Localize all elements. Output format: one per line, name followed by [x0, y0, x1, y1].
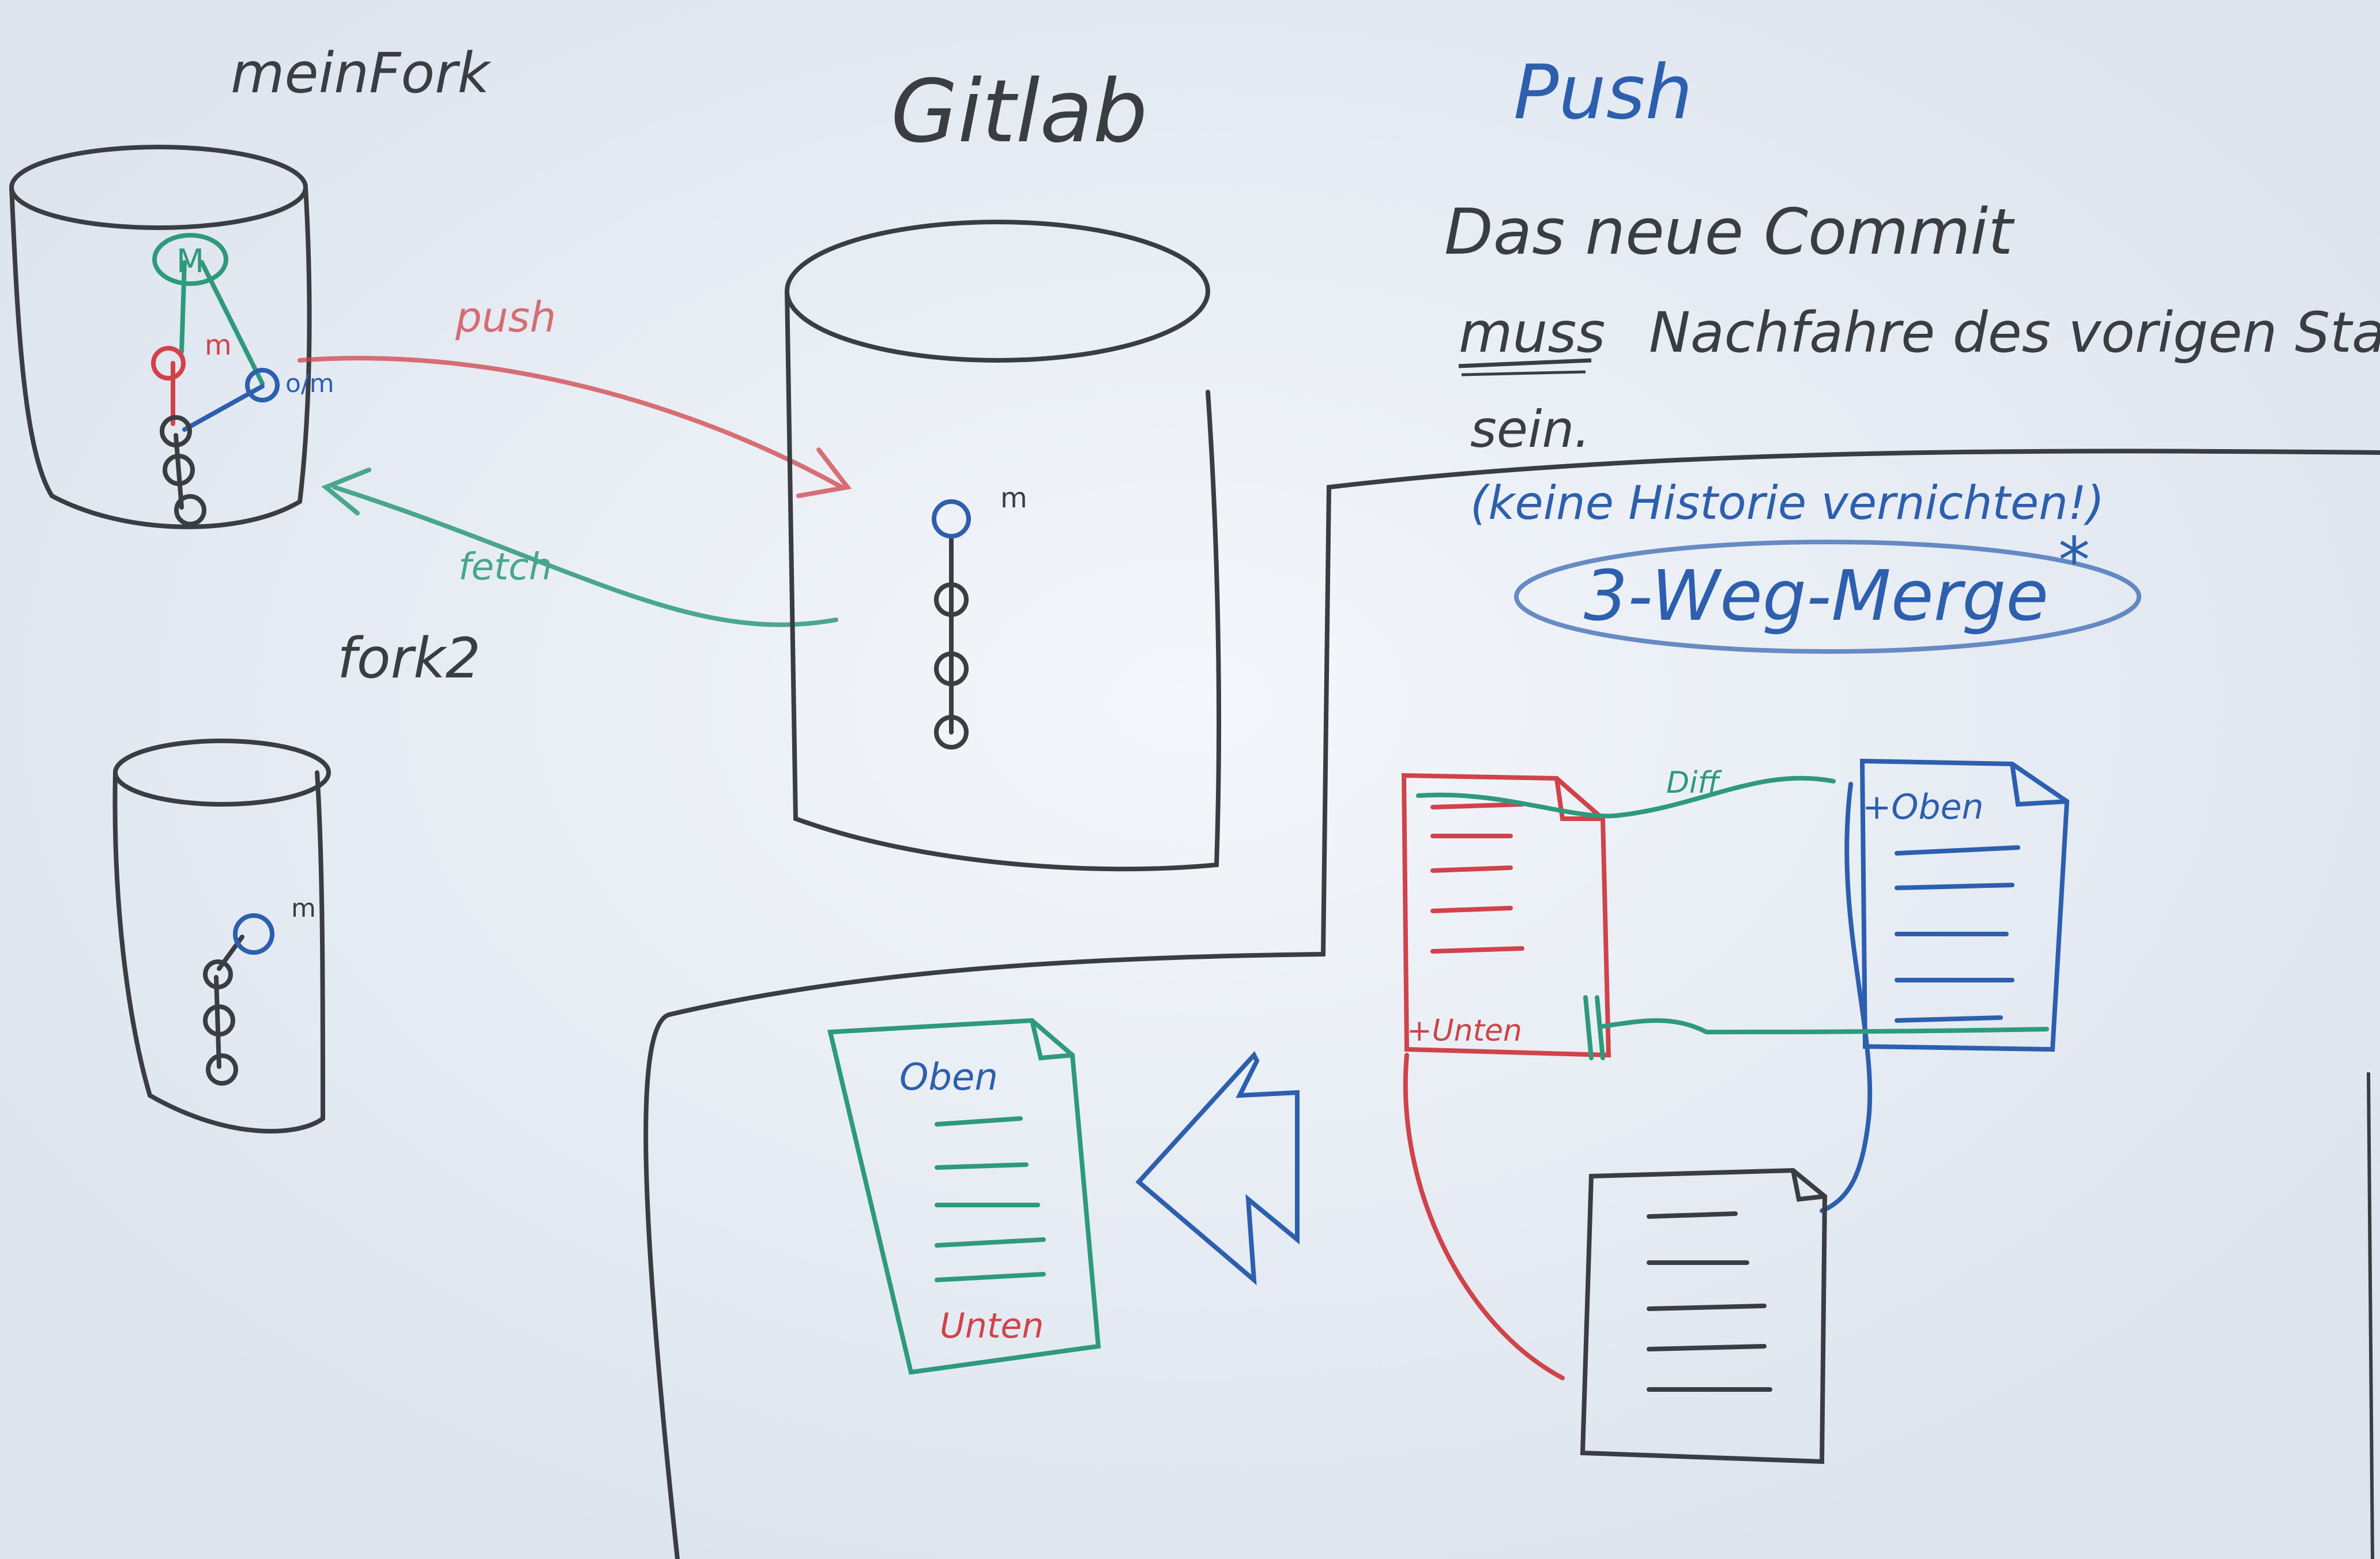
merge-arrow-left	[1135, 1050, 1300, 1286]
fork2-commit-1	[206, 1053, 238, 1086]
doc-blue: +Oben	[1820, 758, 2070, 1213]
commit-blue	[245, 368, 280, 402]
repo-meinfork-label: meinFork	[231, 41, 492, 106]
notes-line3: sein.	[1470, 400, 1590, 459]
doc-blue-oben: +Oben	[1862, 787, 1984, 827]
fork2-branch-m: m	[291, 894, 316, 923]
merge-oval	[1514, 540, 2141, 654]
doc-base	[1580, 1168, 1828, 1464]
push-notes: Push Das neue Commit muss Nachfahre des …	[1444, 48, 2380, 654]
notes-line2-rest: Nachfahre des vorigen Standes	[1649, 300, 2380, 365]
arrow-fetch-label: fetch	[458, 546, 552, 589]
notes-underline-1	[1458, 358, 1592, 368]
gitlab-commit-2	[934, 652, 969, 686]
merge-label: 3-Weg-Merge	[1584, 556, 2048, 637]
doc-result-unten: Unten	[940, 1306, 1044, 1346]
branch-origin-m: o/m	[285, 369, 334, 398]
gitlab-commit-4	[932, 499, 971, 539]
diff-label: Diff	[1666, 766, 1722, 800]
arrow-push-label: push	[455, 293, 556, 341]
repo-fork2-body	[112, 770, 326, 1134]
repo-fork2-label: fork2	[337, 626, 481, 691]
commit-red	[151, 346, 186, 381]
repo-gitlab-body	[785, 289, 1222, 872]
diff-connectors: Diff	[1416, 766, 2049, 1060]
doc-result-oben: Oben	[899, 1056, 998, 1099]
section-frame	[643, 449, 2380, 1559]
arrow-fetch: fetch	[321, 468, 838, 627]
notes-title: Push	[1513, 48, 1693, 136]
doc-red: +Unten	[1401, 773, 1611, 1380]
notes-line1: Das neue Commit	[1444, 195, 2015, 269]
doc-result: Oben Unten	[827, 1018, 1101, 1375]
arrow-push: push	[298, 293, 852, 498]
fork2-commit-3	[233, 913, 274, 955]
doc-red-unten: +Unten	[1407, 1014, 1522, 1048]
notes-line4: (keine Historie vernichten!)	[1470, 476, 2104, 530]
repo-meinfork-body	[9, 185, 312, 529]
fork2-commit-2	[203, 1004, 235, 1037]
gitlab-commit-1	[934, 715, 969, 750]
commit-1	[174, 494, 206, 526]
notes-underline-2	[1461, 370, 1586, 376]
commit-2	[163, 454, 195, 486]
fork2-commit-2a	[203, 959, 233, 989]
merge-asterisk: *	[2058, 524, 2090, 597]
commit-M-label: M	[176, 243, 204, 280]
repo-meinfork: meinFork M m o/m	[9, 41, 492, 529]
notes-line2-emph: muss	[1459, 300, 1605, 365]
gitlab-commit-3	[934, 582, 969, 617]
branch-m-local: m	[205, 329, 232, 361]
frame-right-edge	[2367, 1072, 2374, 1559]
commit-3	[160, 415, 192, 447]
repo-fork2: fork2 m	[112, 626, 481, 1134]
merge-diagram: +Unten +Oben Diff	[827, 758, 2070, 1464]
commit-M	[152, 233, 228, 286]
repo-gitlab-label: Gitlab	[891, 62, 1148, 162]
repo-gitlab: Gitlab m	[785, 62, 1222, 872]
gitlab-branch-m: m	[1000, 482, 1027, 514]
